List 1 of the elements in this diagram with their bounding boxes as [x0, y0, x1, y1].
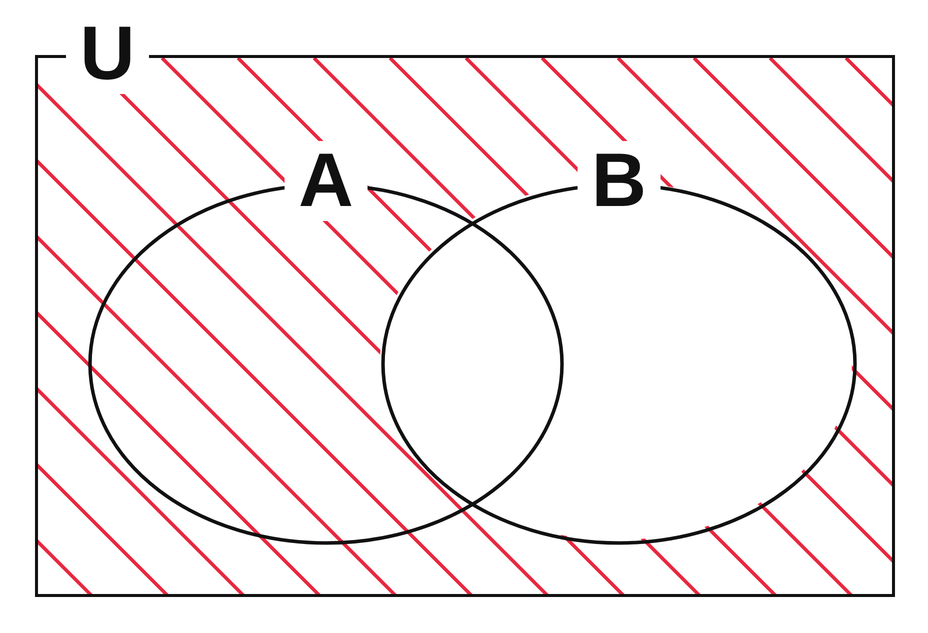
- set-label: A: [284, 141, 368, 221]
